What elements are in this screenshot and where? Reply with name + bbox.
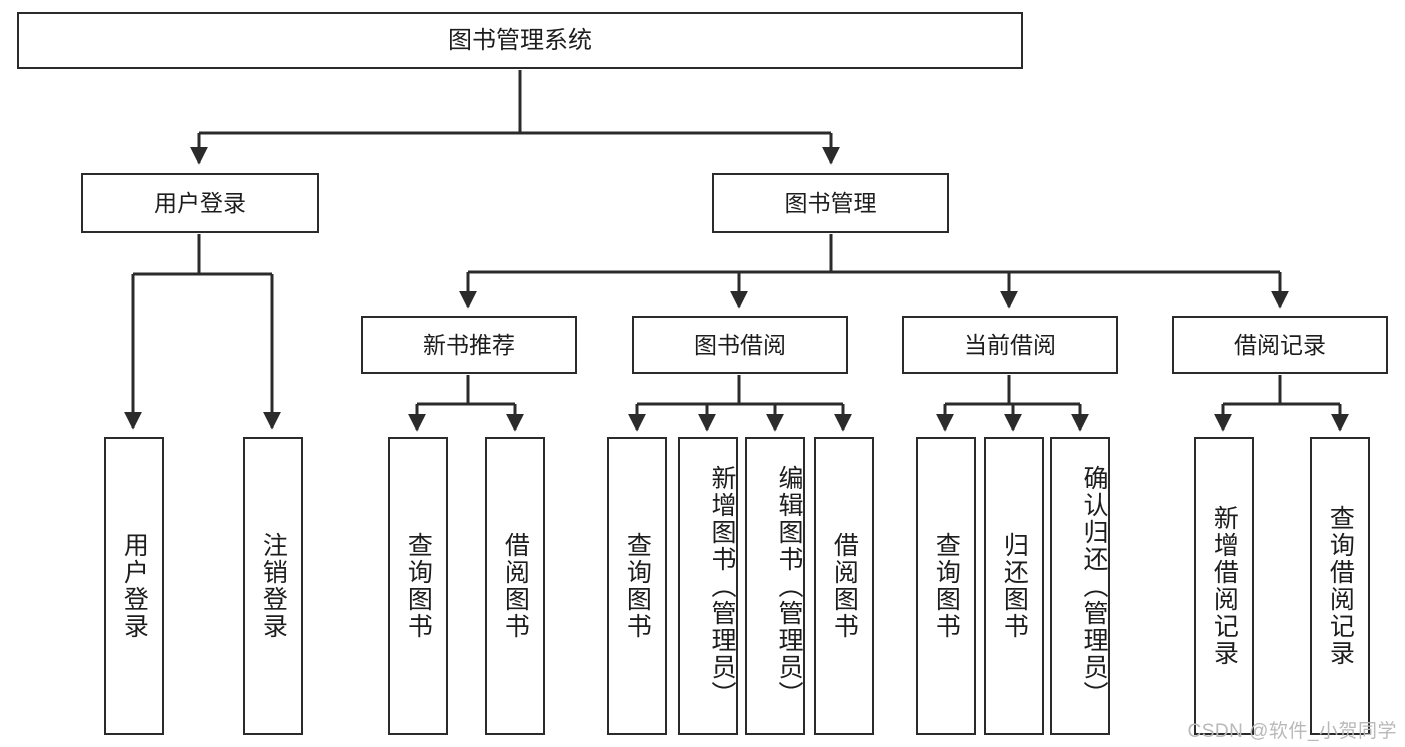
node-leaf-edit-book[interactable]: 编辑图书（管理员） [745, 437, 805, 735]
node-root[interactable]: 图书管理系统 [17, 12, 1023, 69]
node-leaf-add-record[interactable]: 新增借阅记录 [1194, 437, 1254, 735]
node-leaf-edit-book-label: 编辑图书（管理员） [775, 464, 803, 708]
node-leaf-borrow-book-1-label: 借阅图书 [501, 532, 530, 640]
node-current-borrow[interactable]: 当前借阅 [902, 316, 1118, 374]
node-book-borrow-label: 图书借阅 [694, 331, 786, 358]
node-leaf-confirm-return-label: 确认归还（管理员） [1080, 464, 1108, 708]
node-leaf-user-login[interactable]: 用户登录 [104, 437, 164, 735]
node-new-book-rec[interactable]: 新书推荐 [361, 316, 577, 374]
node-current-borrow-label: 当前借阅 [964, 331, 1056, 358]
node-new-book-rec-label: 新书推荐 [423, 331, 515, 358]
node-user-login-label: 用户登录 [154, 189, 246, 216]
node-root-label: 图书管理系统 [448, 26, 592, 54]
node-borrow-record[interactable]: 借阅记录 [1172, 316, 1388, 374]
node-leaf-user-logout-label: 注销登录 [259, 532, 288, 640]
node-leaf-borrow-book-1[interactable]: 借阅图书 [485, 437, 545, 735]
node-book-manage[interactable]: 图书管理 [712, 173, 949, 233]
node-leaf-query-book-3-label: 查询图书 [932, 532, 961, 640]
node-book-manage-label: 图书管理 [784, 189, 877, 216]
node-leaf-query-book-2-label: 查询图书 [623, 532, 652, 640]
node-leaf-return-book-label: 归还图书 [1000, 532, 1029, 640]
node-leaf-user-logout[interactable]: 注销登录 [243, 437, 303, 735]
node-leaf-query-book-1-label: 查询图书 [404, 532, 433, 640]
node-leaf-borrow-book-2[interactable]: 借阅图书 [814, 437, 874, 735]
node-leaf-add-book-label: 新增图书（管理员） [708, 464, 736, 708]
node-borrow-record-label: 借阅记录 [1234, 331, 1326, 358]
node-leaf-return-book[interactable]: 归还图书 [984, 437, 1044, 735]
node-leaf-query-book-3[interactable]: 查询图书 [916, 437, 976, 735]
node-leaf-query-book-2[interactable]: 查询图书 [607, 437, 667, 735]
node-leaf-add-book[interactable]: 新增图书（管理员） [678, 437, 738, 735]
node-leaf-query-record-label: 查询借阅记录 [1326, 505, 1355, 667]
node-leaf-borrow-book-2-label: 借阅图书 [830, 532, 859, 640]
node-user-login[interactable]: 用户登录 [81, 173, 319, 233]
node-leaf-add-record-label: 新增借阅记录 [1210, 505, 1239, 667]
node-leaf-query-record[interactable]: 查询借阅记录 [1310, 437, 1370, 735]
node-leaf-confirm-return[interactable]: 确认归还（管理员） [1050, 437, 1110, 735]
node-leaf-user-login-label: 用户登录 [120, 532, 149, 640]
watermark-text: CSDN @软件_小贺同学 [1187, 721, 1397, 742]
node-leaf-query-book-1[interactable]: 查询图书 [388, 437, 448, 735]
node-book-borrow[interactable]: 图书借阅 [632, 316, 848, 374]
